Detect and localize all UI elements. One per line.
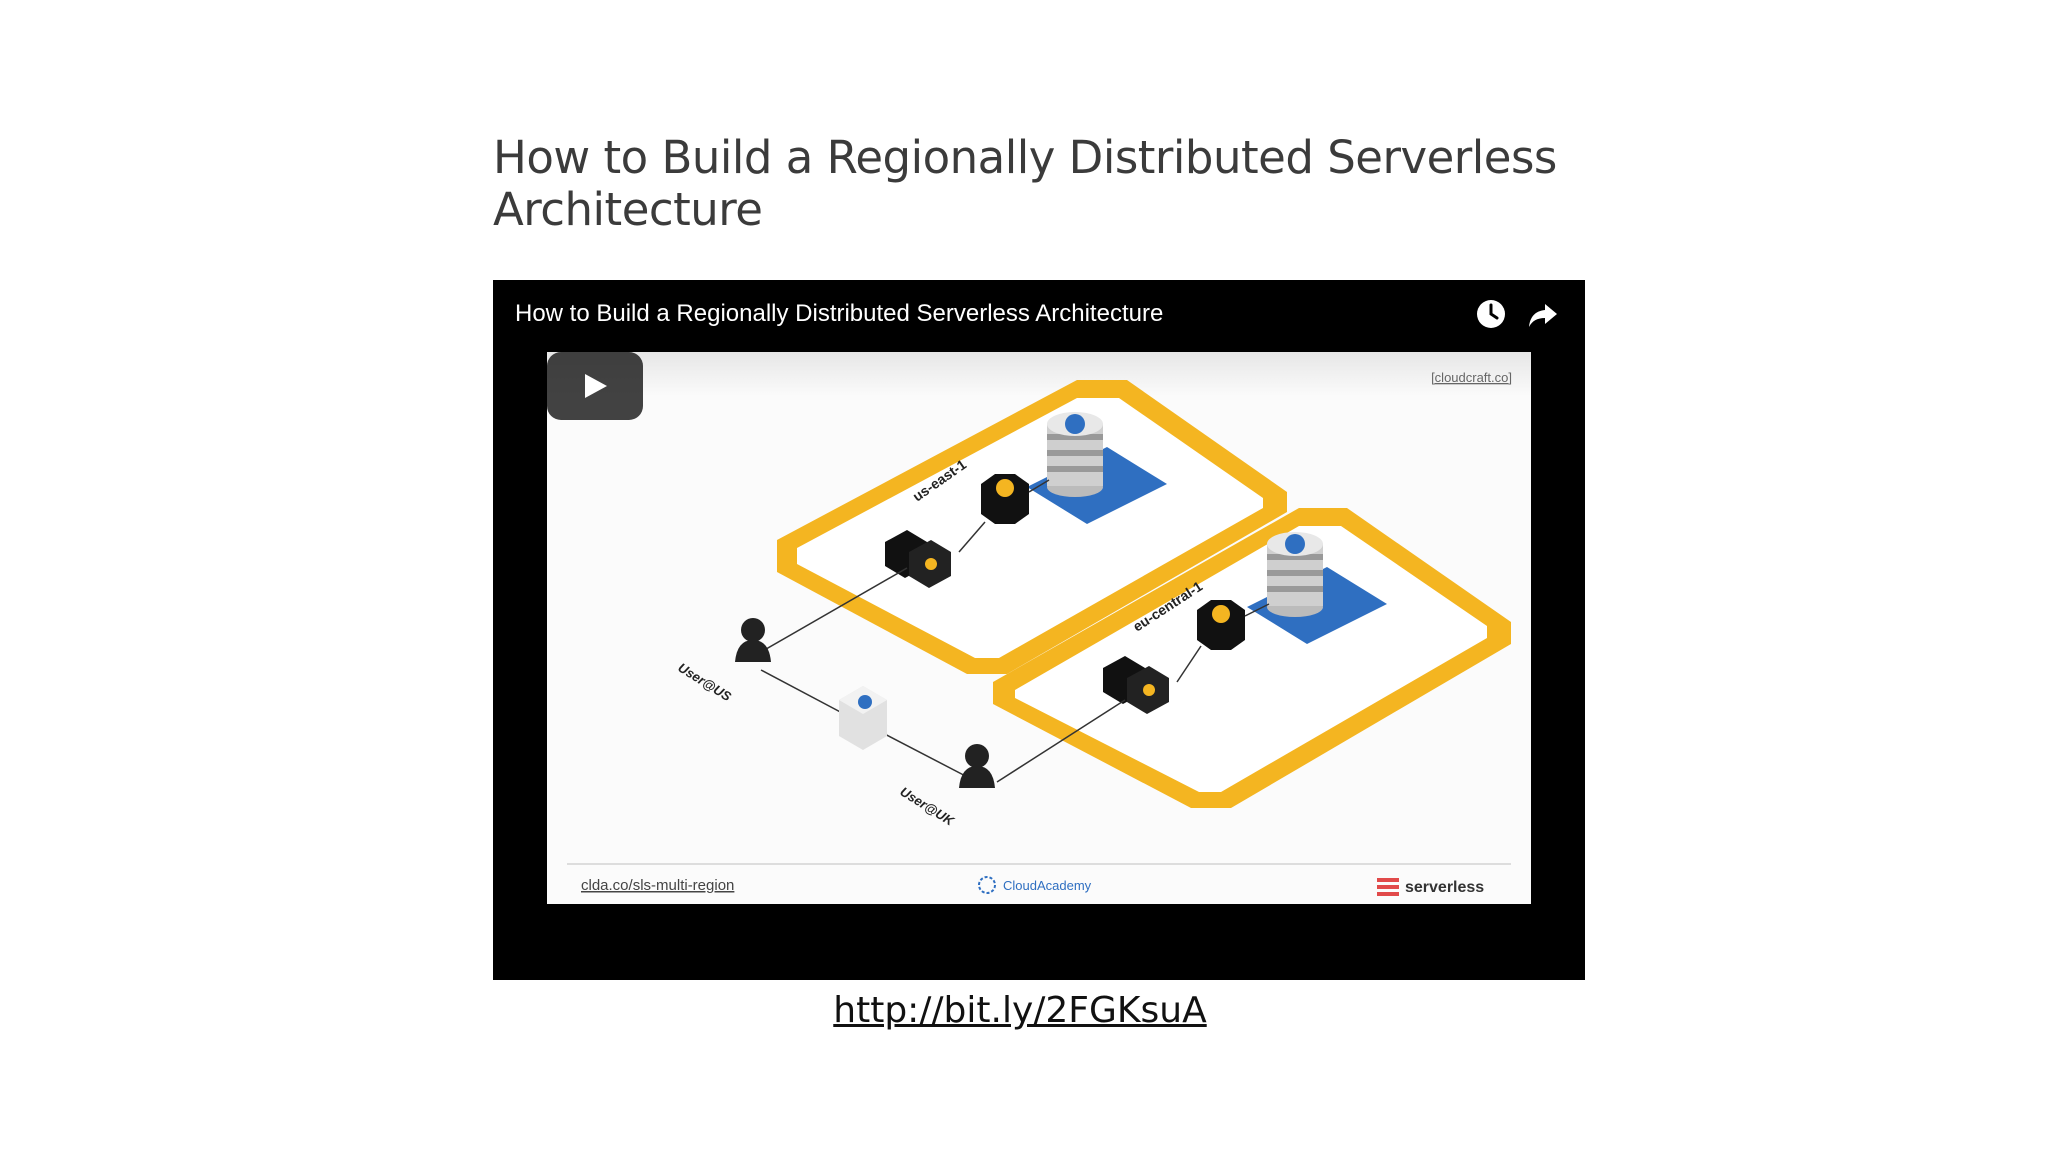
page-title: How to Build a Regionally Distributed Se…	[493, 131, 1557, 236]
play-button[interactable]	[547, 352, 643, 420]
database-stack-us	[1047, 412, 1103, 497]
database-stack-eu	[1267, 532, 1323, 617]
link-container: http://bit.ly/2FGKsuA	[0, 990, 2048, 1031]
api-gateway-icon-eu	[1103, 656, 1169, 714]
user-us-icon	[735, 618, 771, 662]
play-icon	[585, 374, 607, 398]
serverless-logo-icon	[1377, 878, 1399, 896]
share-arrow-icon[interactable]	[1525, 296, 1561, 332]
footer-link-text: clda.co/sls-multi-region	[581, 877, 734, 894]
video-title[interactable]: How to Build a Regionally Distributed Se…	[515, 300, 1164, 327]
user-uk-icon	[959, 744, 995, 788]
api-gateway-icon-us	[885, 530, 951, 588]
cloudacademy-text: CloudAcademy	[1003, 878, 1092, 893]
video-player[interactable]: How to Build a Regionally Distributed Se…	[493, 280, 1585, 980]
lambda-icon-eu	[1197, 600, 1245, 650]
serverless-text: serverless	[1405, 879, 1484, 896]
watermark-text: [cloudcraft.co]	[1431, 370, 1512, 385]
clock-icon[interactable]	[1473, 296, 1509, 332]
architecture-diagram: us-east-1 eu-central-1 User@US User@UK […	[547, 352, 1531, 904]
route53-icon	[839, 686, 887, 750]
lambda-icon-us	[981, 474, 1029, 524]
cloudacademy-logo-icon	[978, 876, 996, 894]
short-link[interactable]: http://bit.ly/2FGKsuA	[833, 990, 1207, 1031]
video-thumbnail[interactable]: us-east-1 eu-central-1 User@US User@UK […	[547, 352, 1531, 904]
